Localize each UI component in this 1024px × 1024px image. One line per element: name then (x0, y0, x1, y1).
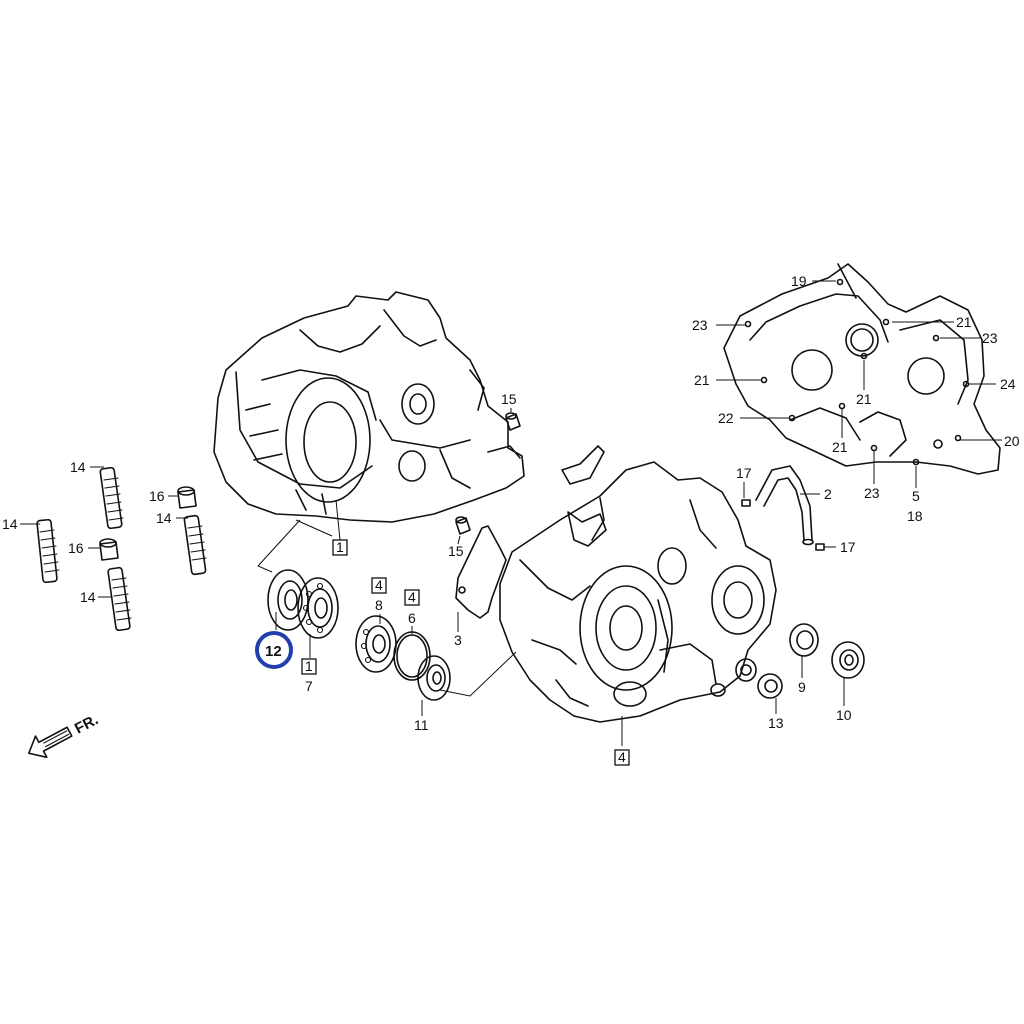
collar-small (735, 658, 757, 682)
stud-4 (107, 566, 132, 632)
left-crankcase (213, 291, 525, 523)
front-label: FR. (72, 711, 101, 737)
label-14: 14 (2, 516, 18, 532)
label-23: 23 (982, 330, 998, 346)
label-20: 20 (1004, 433, 1020, 449)
label-22: 22 (718, 410, 734, 426)
label-23: 23 (692, 317, 708, 333)
label-24: 24 (1000, 376, 1016, 392)
label-9: 9 (798, 679, 806, 695)
label-6: 6 (408, 610, 416, 626)
label-4: 4 (375, 577, 383, 593)
collar-1 (177, 486, 197, 509)
label-14: 14 (80, 589, 96, 605)
label-14: 14 (70, 459, 86, 475)
label-14: 14 (156, 510, 172, 526)
label-23: 23 (864, 485, 880, 501)
label-17: 17 (840, 539, 856, 555)
oil-seal-9 (789, 623, 819, 657)
stud-2 (36, 518, 60, 584)
stud-1 (99, 466, 124, 530)
side-cover (723, 263, 1001, 475)
label-5: 5 (912, 488, 920, 504)
label-15: 15 (448, 543, 464, 559)
part-labels: 19 23 21 23 21 21 24 22 21 20 23 5 18 17… (2, 273, 1020, 766)
label-21: 21 (956, 314, 972, 330)
arrow-icon (28, 726, 73, 759)
bearing-8 (355, 615, 397, 673)
stud-3 (183, 514, 207, 576)
bearing-7 (297, 577, 339, 639)
label-21: 21 (832, 439, 848, 455)
label-10: 10 (836, 707, 852, 723)
label-17: 17 (736, 465, 752, 481)
label-19: 19 (791, 273, 807, 289)
label-13: 13 (768, 715, 784, 731)
label-7: 7 (305, 678, 313, 694)
label-18: 18 (907, 508, 923, 524)
label-1: 1 (305, 658, 313, 674)
label-21: 21 (856, 391, 872, 407)
oil-seal-12 (267, 569, 309, 631)
label-16: 16 (149, 488, 165, 504)
label-4: 4 (618, 749, 626, 765)
hose (755, 465, 814, 546)
gasket-3 (455, 525, 507, 619)
label-12: 12 (265, 643, 282, 660)
label-21: 21 (694, 372, 710, 388)
label-8: 8 (375, 597, 383, 613)
highlight-circle (255, 631, 293, 669)
front-direction-indicator: FR. (28, 711, 101, 759)
dowel-pin-upper (505, 412, 521, 431)
label-4: 4 (408, 589, 416, 605)
oil-seal-11 (417, 655, 451, 701)
label-16: 16 (68, 540, 84, 556)
label-2: 2 (824, 486, 832, 502)
label-15: 15 (501, 391, 517, 407)
bracket (561, 445, 607, 547)
label-11: 11 (414, 717, 429, 733)
right-crankcase (499, 461, 777, 723)
circlip-6 (393, 631, 431, 681)
leader-lines (20, 280, 1002, 746)
dowel-pin-lower (455, 516, 471, 535)
collar-2 (99, 538, 119, 561)
label-1: 1 (336, 539, 344, 555)
collar-13 (757, 673, 783, 699)
label-3: 3 (454, 632, 462, 648)
oil-seal-10 (831, 641, 865, 679)
